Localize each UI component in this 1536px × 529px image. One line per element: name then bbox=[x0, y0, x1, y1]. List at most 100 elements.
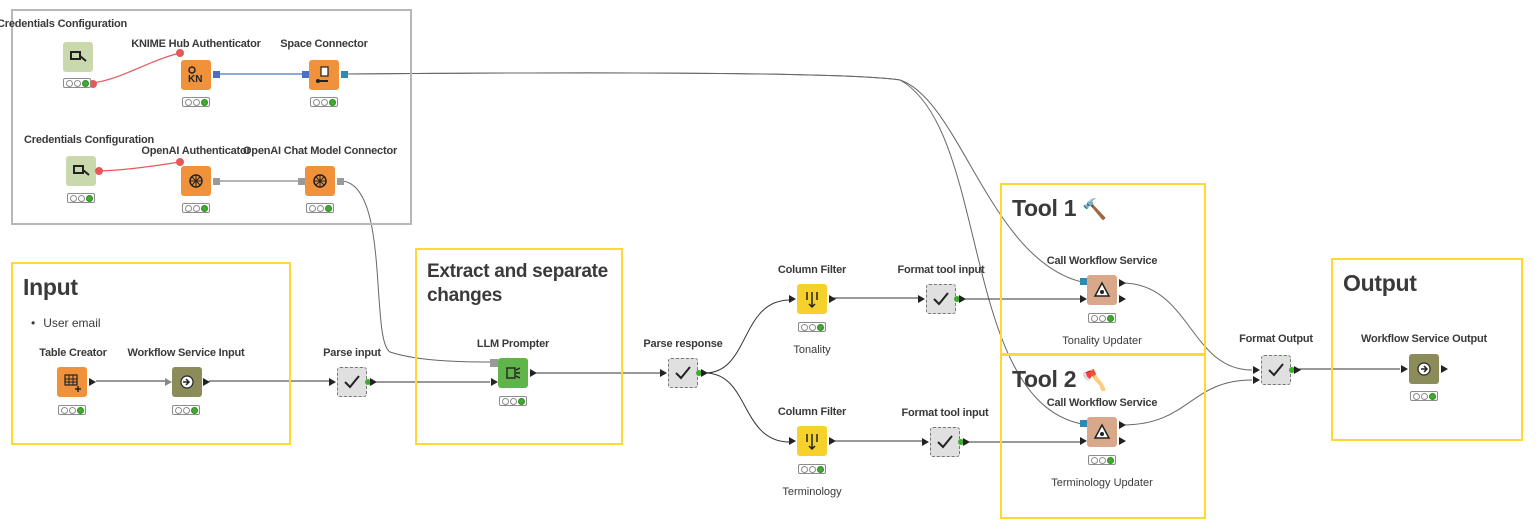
call-service-icon bbox=[1087, 417, 1117, 447]
table-output-port[interactable] bbox=[701, 369, 708, 377]
table-output-port[interactable] bbox=[1294, 366, 1301, 374]
annotation-tool1-title-text: Tool 1 bbox=[1012, 195, 1077, 221]
node-parse-input[interactable]: Parse input bbox=[292, 347, 412, 447]
variable-output-port[interactable] bbox=[696, 370, 702, 376]
node-status-indicator bbox=[798, 464, 826, 474]
node-space-connector[interactable]: Space Connector bbox=[264, 38, 384, 138]
credential-input-port[interactable] bbox=[176, 49, 184, 57]
table-output-port[interactable] bbox=[203, 378, 210, 386]
table-input-port[interactable] bbox=[1401, 365, 1408, 373]
chat-model-output-port[interactable] bbox=[337, 178, 344, 185]
file-system-output-port[interactable] bbox=[341, 71, 348, 78]
table-output-port[interactable] bbox=[829, 437, 836, 445]
table-output-port[interactable] bbox=[530, 369, 537, 377]
variable-output-port[interactable] bbox=[365, 379, 371, 385]
node-title: Column Filter bbox=[777, 406, 847, 418]
node-status-indicator bbox=[182, 203, 210, 213]
node-status-indicator bbox=[798, 322, 826, 332]
node-credentials-configuration-1[interactable]: Credentials Configuration bbox=[0, 18, 137, 118]
table-output-port-1[interactable] bbox=[1119, 279, 1126, 287]
node-credentials-configuration-2[interactable]: Credentials Configuration bbox=[24, 134, 154, 234]
table-input-port[interactable] bbox=[491, 378, 498, 386]
table-icon bbox=[57, 367, 87, 397]
table-input-port[interactable] bbox=[789, 437, 796, 445]
file-system-input-port[interactable] bbox=[1080, 420, 1087, 427]
annotation-tool2-title-text: Tool 2 bbox=[1012, 366, 1077, 392]
table-input-port[interactable] bbox=[165, 378, 172, 386]
table-input-port-1[interactable] bbox=[1253, 366, 1260, 374]
node-title: Parse response bbox=[643, 338, 723, 350]
variable-output-port[interactable] bbox=[958, 439, 964, 445]
table-input-port[interactable] bbox=[918, 295, 925, 303]
node-format-tool-input-1[interactable]: Format tool input bbox=[881, 264, 1001, 364]
node-parse-response[interactable]: Parse response bbox=[623, 338, 743, 438]
node-title: Format tool input bbox=[901, 407, 989, 419]
table-input-port[interactable] bbox=[329, 378, 336, 386]
table-output-port[interactable] bbox=[370, 378, 377, 386]
service-input-icon bbox=[172, 367, 202, 397]
variable-output-port[interactable] bbox=[954, 296, 960, 302]
table-output-port-2[interactable] bbox=[1119, 295, 1126, 303]
node-workflow-service-output[interactable]: Workflow Service Output bbox=[1361, 333, 1487, 433]
node-label: Terminology Updater bbox=[1051, 477, 1153, 489]
node-knime-hub-authenticator[interactable]: KNIME Hub Authenticator KN bbox=[131, 38, 261, 138]
table-input-port-2[interactable] bbox=[1253, 376, 1260, 384]
table-output-port[interactable] bbox=[1441, 365, 1448, 373]
table-input-port[interactable] bbox=[922, 438, 929, 446]
node-openai-chat-model-connector[interactable]: OpenAI Chat Model Connector bbox=[243, 145, 397, 245]
node-status-indicator bbox=[182, 97, 210, 107]
openai-connection-input-port[interactable] bbox=[298, 178, 305, 185]
openai-icon bbox=[181, 166, 211, 196]
node-title: Credentials Configuration bbox=[24, 134, 155, 146]
service-output-icon bbox=[1409, 354, 1439, 384]
annotation-input-title: Input bbox=[23, 274, 78, 300]
key-icon bbox=[63, 42, 93, 72]
hub-connection-output-port[interactable] bbox=[213, 71, 220, 78]
table-output-port[interactable] bbox=[89, 378, 96, 386]
node-status-indicator bbox=[67, 193, 95, 203]
credential-output-port[interactable] bbox=[89, 80, 97, 88]
node-title: Call Workflow Service bbox=[1046, 255, 1158, 267]
annotation-extract-box: Extract and separate changes bbox=[415, 248, 623, 445]
node-title: Space Connector bbox=[280, 38, 368, 50]
node-status-indicator bbox=[1088, 313, 1116, 323]
credential-input-port[interactable] bbox=[176, 158, 184, 166]
node-openai-authenticator[interactable]: OpenAI Authenticator bbox=[136, 145, 256, 245]
table-input-port[interactable] bbox=[789, 295, 796, 303]
node-table-creator[interactable]: Table Creator bbox=[13, 347, 133, 447]
table-input-port[interactable] bbox=[660, 369, 667, 377]
table-output-port[interactable] bbox=[829, 295, 836, 303]
node-title: Parse input bbox=[323, 347, 381, 359]
table-output-port-1[interactable] bbox=[1119, 421, 1126, 429]
node-status-indicator bbox=[1410, 391, 1438, 401]
table-output-port-2[interactable] bbox=[1119, 437, 1126, 445]
node-format-output[interactable]: Format Output bbox=[1216, 333, 1336, 433]
openai-connection-output-port[interactable] bbox=[213, 178, 220, 185]
node-title: OpenAI Authenticator bbox=[141, 145, 251, 157]
table-input-port[interactable] bbox=[1080, 295, 1087, 303]
node-column-filter-terminology[interactable]: Column Filter Terminology bbox=[752, 406, 872, 506]
node-title: Column Filter bbox=[777, 264, 847, 276]
node-format-tool-input-2[interactable]: Format tool input bbox=[885, 407, 1005, 507]
node-column-filter-tonality[interactable]: Column Filter Tonality bbox=[752, 264, 872, 364]
credential-output-port[interactable] bbox=[95, 167, 103, 175]
checkmark-icon bbox=[668, 358, 698, 388]
file-system-input-port[interactable] bbox=[1080, 278, 1087, 285]
table-input-port[interactable] bbox=[1080, 437, 1087, 445]
model-input-port[interactable] bbox=[490, 359, 498, 367]
node-status-indicator bbox=[499, 396, 527, 406]
hub-connection-input-port[interactable] bbox=[302, 71, 309, 78]
table-output-port[interactable] bbox=[963, 438, 970, 446]
variable-output-port[interactable] bbox=[1289, 367, 1295, 373]
node-status-indicator bbox=[63, 78, 91, 88]
node-call-workflow-service-terminology[interactable]: Call Workflow Service Terminology Update… bbox=[1042, 397, 1162, 497]
annotation-tool2-box: Tool 2 🪓 bbox=[1000, 354, 1206, 519]
node-title: Table Creator bbox=[39, 347, 107, 359]
node-llm-prompter[interactable]: LLM Prompter bbox=[453, 338, 573, 438]
node-status-indicator bbox=[172, 405, 200, 415]
checkmark-icon bbox=[930, 427, 960, 457]
node-call-workflow-service-tonality[interactable]: Call Workflow Service Tonality Updater bbox=[1042, 255, 1162, 355]
node-workflow-service-input[interactable]: Workflow Service Input bbox=[126, 347, 246, 447]
table-output-port[interactable] bbox=[959, 295, 966, 303]
